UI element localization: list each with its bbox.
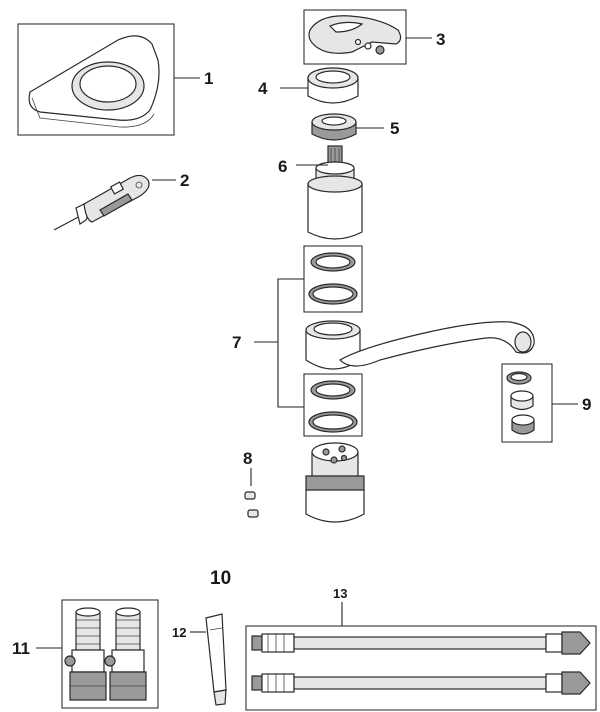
- label-7: 7: [232, 333, 241, 352]
- part-5-nut: 5: [311, 113, 399, 141]
- label-2: 2: [180, 171, 189, 190]
- valve-right: [104, 607, 147, 701]
- label-13: 13: [333, 586, 347, 601]
- label-11: 11: [12, 639, 30, 658]
- label-12: 12: [172, 625, 186, 640]
- part-4-cap: 4: [258, 67, 359, 104]
- part-1-base-plate: 1: [17, 23, 213, 136]
- part-9-aerator: 9: [501, 363, 591, 443]
- label-8: 8: [243, 449, 252, 468]
- valve-left: [64, 607, 107, 701]
- label-5: 5: [390, 119, 399, 138]
- part-2-tool: 2: [53, 171, 189, 231]
- label-1: 1: [204, 69, 213, 88]
- faucet-body: [305, 442, 365, 523]
- part-12-sealant-tube: 12: [172, 613, 227, 706]
- hose-top: [251, 631, 591, 655]
- part-7-spout-assembly: 7: [232, 245, 535, 437]
- label-3: 3: [436, 30, 445, 49]
- part-8-pins: 8: [243, 449, 259, 518]
- label-9: 9: [582, 395, 591, 414]
- label-10: 10: [210, 568, 231, 589]
- part-3-handle: 3: [303, 9, 445, 65]
- part-6-cartridge: 6: [278, 145, 363, 240]
- hose-bottom: [251, 671, 591, 695]
- label-6: 6: [278, 157, 287, 176]
- part-13-flexible-hoses: 13: [245, 586, 597, 711]
- label-4: 4: [258, 79, 268, 98]
- part-11-isolation-valves: 11: [12, 599, 159, 709]
